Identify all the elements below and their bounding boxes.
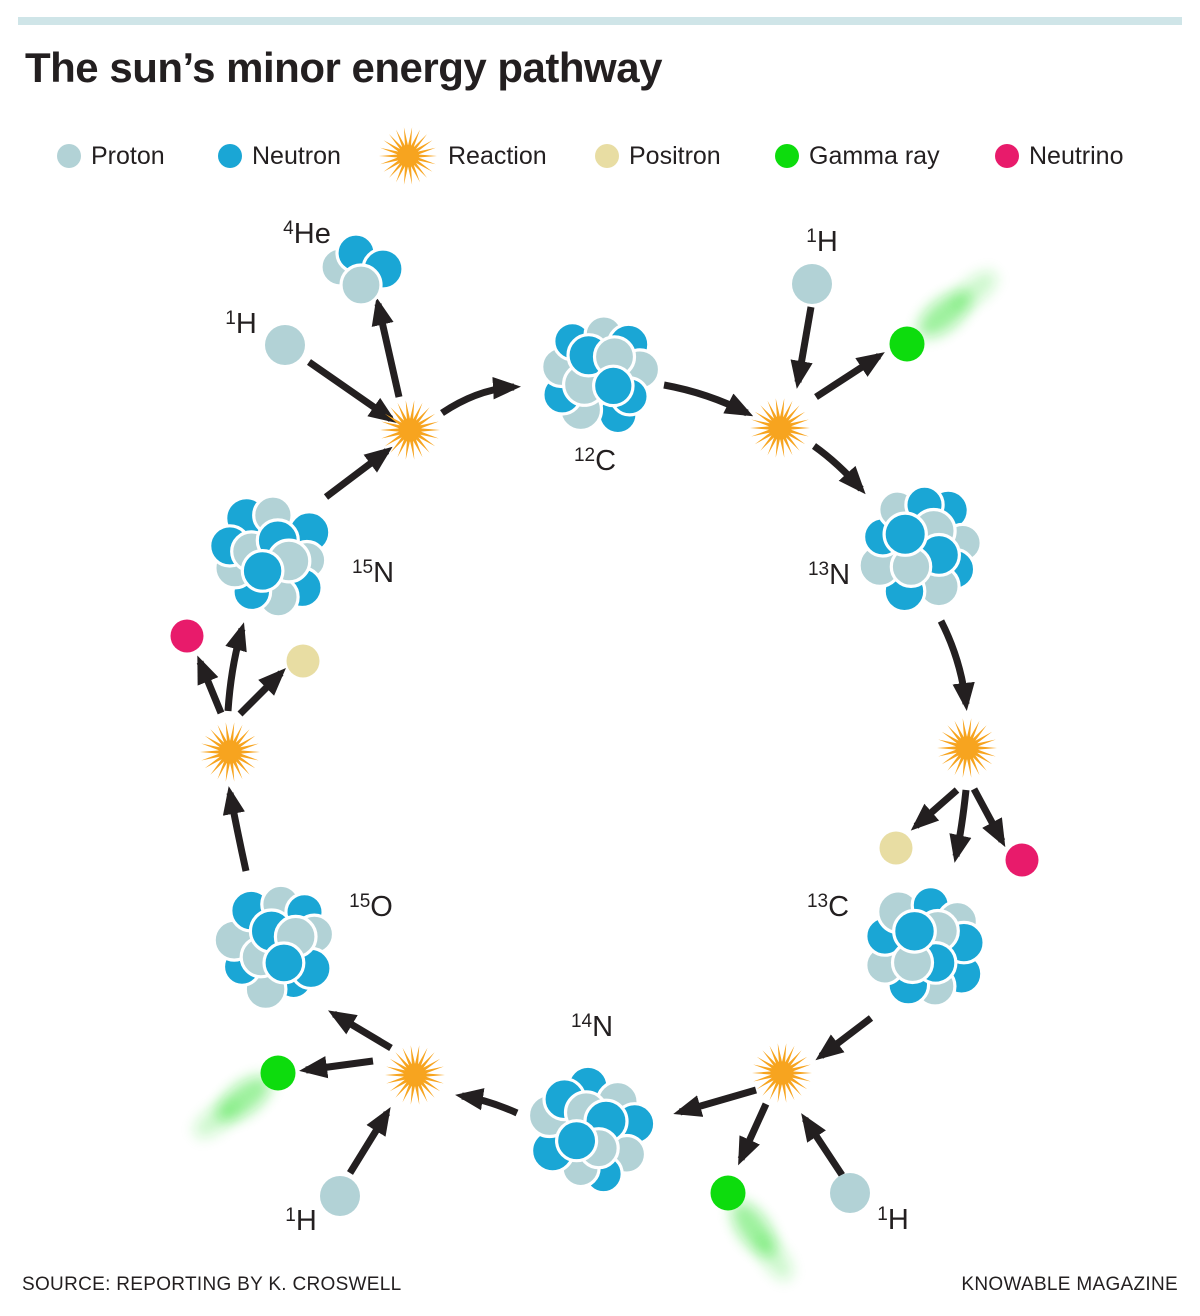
nucleus-n15	[208, 494, 332, 619]
legend-label: Gamma ray	[809, 141, 940, 170]
arrow-h1-to-reaction-2	[790, 306, 815, 389]
legend-label: Proton	[91, 141, 165, 170]
reaction-6-icon	[200, 722, 260, 782]
gamma-trail	[953, 271, 997, 309]
neutrino-icon	[995, 144, 1019, 168]
arrow-reaction-5-to-o15	[327, 1010, 393, 1052]
label-h1-e: 1H	[285, 1205, 317, 1237]
label-n14: 14N	[571, 1011, 613, 1043]
legend: Proton Neutron Reaction Positron Gamma ray Ne…	[0, 127, 1200, 185]
gamma-icon	[775, 144, 799, 168]
publisher-credit: KNOWABLE MAGAZINE	[961, 1274, 1178, 1295]
legend-label: Neutrino	[1029, 141, 1124, 170]
arrow-h1-to-reaction-5	[347, 1107, 391, 1175]
proton-e-icon	[320, 1176, 360, 1216]
proton-b-icon	[792, 264, 832, 304]
label-c13: 13C	[807, 891, 849, 923]
proton-icon	[57, 144, 81, 168]
arrow-o15-to-reaction-6	[222, 786, 250, 872]
gamma-particle	[889, 326, 925, 362]
gamma-particle	[260, 1055, 296, 1091]
arrow-reaction-4-to-n14	[673, 1086, 757, 1117]
nucleus-c13	[864, 884, 986, 1008]
proton-a-icon	[265, 325, 305, 365]
legend-item-neutrino: Neutrino	[995, 128, 1124, 184]
neutron-particle	[240, 549, 285, 593]
proton-particle	[339, 263, 383, 307]
neutron-particle	[892, 908, 937, 954]
label-c12: 12C	[574, 445, 616, 477]
gamma-3-icon	[193, 1055, 296, 1138]
reaction-2-icon	[750, 398, 810, 458]
arrow-n15-to-reaction-1	[323, 446, 393, 500]
label-n15: 15N	[352, 557, 394, 589]
arrows-layer	[196, 297, 1006, 1177]
legend-item-proton: Proton	[57, 128, 165, 184]
neutron-icon	[218, 144, 242, 168]
arrow-reaction-6-to-neutrino-2	[196, 655, 225, 715]
proton-d-icon	[830, 1173, 870, 1213]
nucleus-he4	[319, 232, 405, 307]
positron-icon	[595, 144, 619, 168]
arrow-h1-to-reaction-1	[307, 359, 397, 423]
legend-label: Neutron	[252, 141, 341, 170]
positron-1-icon	[879, 831, 913, 865]
arrow-reaction-1-to-he4	[371, 297, 403, 398]
neutron-particle	[554, 1119, 599, 1163]
legend-label: Reaction	[448, 141, 547, 170]
label-n13: 13N	[808, 559, 850, 591]
arrow-reaction-1-to-c12	[440, 376, 521, 416]
arrow-reaction-4-to-gamma-2	[737, 1102, 770, 1166]
reaction-5-icon	[385, 1045, 445, 1105]
page-title: The sun’s minor energy pathway	[25, 44, 662, 91]
legend-item-positron: Positron	[595, 128, 721, 184]
arrow-reaction-5-to-gamma-3	[299, 1056, 374, 1079]
legend-item-reaction: Reaction	[378, 127, 547, 185]
arrow-n13-to-reaction-3	[937, 619, 975, 711]
reaction-4-icon	[752, 1043, 812, 1103]
neutron-particle	[262, 941, 306, 985]
label-h1-d: 1H	[877, 1204, 909, 1236]
neutron-particle	[882, 511, 928, 557]
arrow-reaction-6-to-positron-2	[237, 668, 286, 717]
nucleus-n13	[857, 484, 983, 614]
label-he4: 4He	[283, 218, 331, 250]
arrow-c12-to-reaction-2	[663, 381, 754, 417]
legend-item-gamma: Gamma ray	[775, 128, 940, 184]
label-o15: 15O	[349, 891, 393, 923]
nucleus-n14	[526, 1064, 657, 1195]
top-accent-bar	[18, 17, 1182, 25]
arrow-reaction-3-to-neutrino-1	[970, 787, 1006, 848]
gamma-1-icon	[889, 271, 997, 362]
arrow-c13-to-reaction-4	[815, 1015, 874, 1061]
reaction-3-icon	[937, 718, 997, 778]
gamma-trail	[756, 1235, 793, 1281]
nucleus-c12	[540, 314, 662, 436]
label-h1-a: 1H	[225, 308, 257, 340]
arrow-h1-to-reaction-4	[801, 1113, 845, 1177]
arrow-reaction-3-to-positron-1	[910, 787, 960, 831]
reaction-icon	[379, 127, 437, 185]
arrow-reaction-6-to-n15	[224, 622, 247, 712]
source-credit: SOURCE: REPORTING BY K. CROSWELL	[22, 1274, 402, 1295]
arrow-reaction-2-to-n13	[811, 443, 866, 495]
reaction-1-icon	[380, 400, 440, 460]
footer: SOURCE: REPORTING BY K. CROSWELL KNOWABL…	[0, 1268, 1200, 1302]
gamma-2-icon	[710, 1175, 793, 1281]
arrow-n14-to-reaction-5	[455, 1088, 519, 1117]
gamma-particle	[710, 1175, 746, 1211]
gamma-trail	[193, 1101, 239, 1138]
legend-label: Positron	[629, 141, 721, 170]
positron-2-icon	[286, 644, 320, 678]
arrow-reaction-3-to-c13	[949, 789, 972, 863]
arrow-reaction-2-to-gamma-1	[814, 352, 885, 400]
nucleus-o15	[212, 883, 336, 1011]
neutron-particle	[591, 364, 635, 408]
neutrino-1-icon	[1005, 843, 1039, 877]
legend-item-neutron: Neutron	[218, 128, 341, 184]
neutrino-2-icon	[170, 619, 204, 653]
label-h1-b: 1H	[806, 226, 838, 258]
